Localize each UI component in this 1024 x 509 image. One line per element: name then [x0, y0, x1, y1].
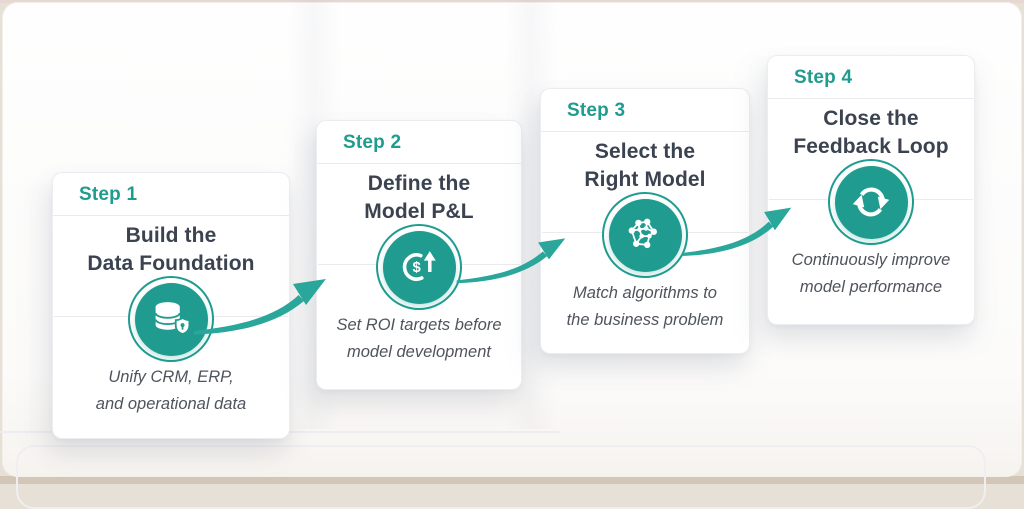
- header-divider: [53, 215, 289, 216]
- header-divider: [768, 98, 974, 99]
- icon-disc: [834, 165, 908, 239]
- database-shield-icon: [128, 276, 214, 362]
- flow-arrow-1: [194, 279, 326, 335]
- step-label: Step 1: [79, 184, 138, 205]
- header-divider: [541, 131, 749, 132]
- canvas-bottom-edge: [0, 476, 1024, 484]
- subtitle-line-2: model development: [346, 343, 491, 361]
- flow-arrow-2: [456, 238, 566, 284]
- subtitle-line-2: the business problem: [566, 311, 724, 329]
- step-subtitle: Match algorithms to the business problem: [547, 280, 743, 334]
- background-trace-panel: [16, 445, 986, 509]
- flow-arrow-3: [682, 207, 792, 256]
- subtitle-line-2: model performance: [799, 278, 943, 296]
- step-label: Step 2: [343, 132, 402, 153]
- subtitle-line-1: Set ROI targets before: [336, 316, 502, 334]
- sync-loop-icon: [828, 159, 914, 245]
- title-line-1: Define the: [367, 172, 471, 195]
- network-model-icon: [602, 192, 688, 278]
- title-line-2: Model P&L: [364, 200, 474, 223]
- canvas-top-edge: [0, 0, 1024, 3]
- subtitle-line-2: and operational data: [95, 395, 247, 413]
- title-line-2: Right Model: [584, 168, 706, 191]
- svg-text:$: $: [412, 260, 421, 276]
- subtitle-line-1: Continuously improve: [791, 251, 951, 269]
- icon-disc: [608, 198, 682, 272]
- step-subtitle: Set ROI targets before model development: [323, 312, 515, 366]
- title-line-2: Data Foundation: [87, 252, 255, 275]
- step-label: Step 4: [794, 67, 853, 88]
- title-line-2: Feedback Loop: [793, 135, 949, 158]
- icon-disc: $: [382, 230, 456, 304]
- title-line-1: Select the: [594, 140, 696, 163]
- subtitle-line-1: Unify CRM, ERP,: [108, 368, 234, 386]
- subtitle-line-1: Match algorithms to: [573, 284, 717, 302]
- roi-growth-icon: $: [376, 224, 462, 310]
- title-line-1: Close the: [823, 107, 919, 130]
- step-subtitle: Continuously improve model performance: [774, 247, 968, 301]
- title-line-1: Build the: [125, 224, 217, 247]
- icon-disc: [134, 282, 208, 356]
- step-label: Step 3: [567, 100, 626, 121]
- header-divider: [317, 163, 521, 164]
- step-subtitle: Unify CRM, ERP, and operational data: [59, 364, 283, 418]
